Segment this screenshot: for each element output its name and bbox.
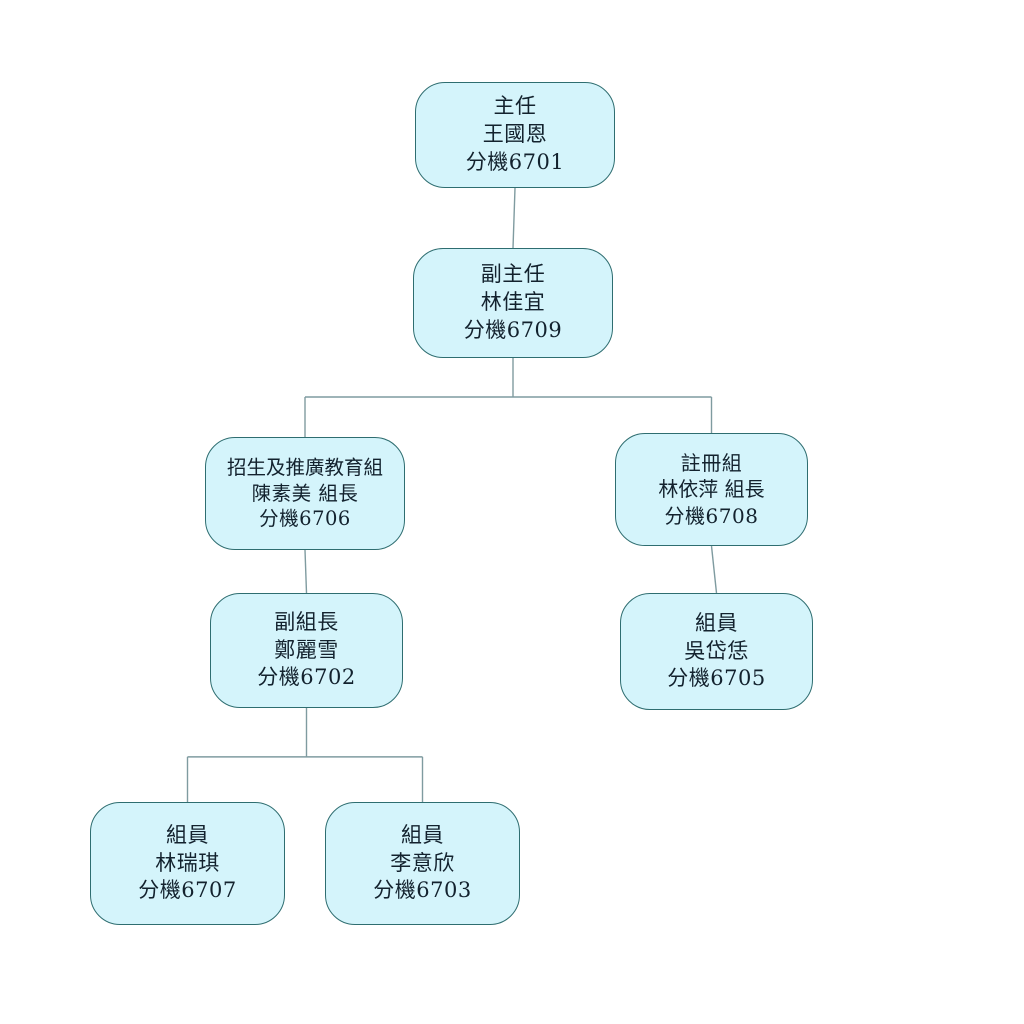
node-person: 林瑞琪 [155,850,220,875]
node-member-lin[interactable]: 組員 林瑞琪 分機6707 [90,802,285,925]
node-person: 林佳宜 [480,290,546,315]
node-extension: 分機6708 [664,503,759,528]
node-person: 王國恩 [482,122,548,147]
node-member-li[interactable]: 組員 李意欣 分機6703 [325,802,520,925]
node-title: 主任 [493,94,537,119]
node-extension: 分機6702 [257,665,356,690]
node-title: 副主任 [480,262,546,287]
connector-admissions-group-deputy-group-leader [304,549,308,594]
node-member-wu[interactable]: 組員 吳岱恁 分機6705 [620,593,813,710]
node-extension: 分機6707 [138,878,237,903]
node-extension: 分機6701 [465,149,565,174]
node-extension: 分機6703 [373,878,472,903]
node-extension: 分機6706 [259,507,351,531]
node-person: 林依萍 組長 [658,477,765,502]
node-title: 組員 [166,822,209,847]
node-title: 註冊組 [680,450,743,475]
node-extension: 分機6705 [667,666,766,691]
node-deputy-group-leader[interactable]: 副組長 鄭麗雪 分機6702 [210,593,403,708]
connector-director-deputy-director [512,187,516,249]
node-director[interactable]: 主任 王國恩 分機6701 [415,82,615,188]
node-person: 陳素美 組長 [251,481,359,505]
node-person: 李意欣 [390,850,455,875]
node-title: 組員 [695,610,738,635]
node-extension: 分機6709 [463,317,563,342]
node-person: 鄭麗雪 [274,637,339,662]
node-deputy-director[interactable]: 副主任 林佳宜 分機6709 [413,248,613,358]
connector-registration-group-member-wu [710,545,718,594]
node-title: 副組長 [274,609,339,634]
node-title: 組員 [401,822,444,847]
node-person: 吳岱恁 [684,638,749,663]
node-title: 招生及推廣教育組 [226,455,383,479]
node-admissions-group[interactable]: 招生及推廣教育組 陳素美 組長 分機6706 [205,437,405,550]
node-registration-group[interactable]: 註冊組 林依萍 組長 分機6708 [615,433,808,546]
